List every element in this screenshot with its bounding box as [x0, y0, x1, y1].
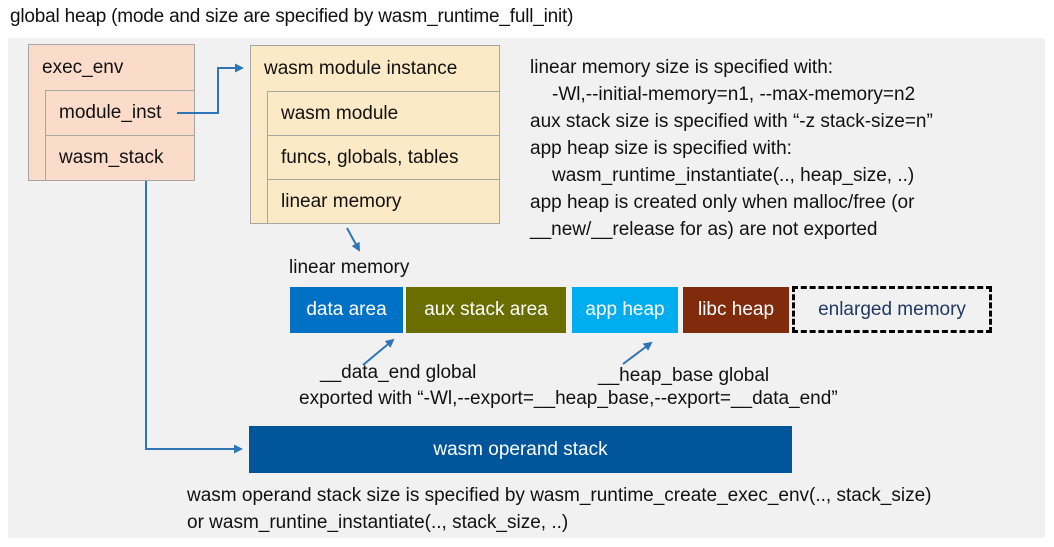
segment-enlarged-memory: enlarged memory — [792, 286, 992, 333]
note-line: aux stack size is specified with “-z sta… — [530, 111, 933, 132]
diagram-title: global heap (mode and size are specified… — [10, 6, 574, 27]
instance-field-funcs-globals-tables: funcs, globals, tables — [267, 135, 499, 179]
module-instance-box: wasm module instance wasm module funcs, … — [250, 45, 500, 224]
segment-app-heap: app heap — [572, 287, 678, 333]
data-end-global-label: __data_end global — [320, 362, 477, 383]
exec-env-field-module-inst: module_inst — [45, 90, 194, 135]
module-instance-label: wasm module instance — [264, 57, 458, 79]
note-line: -Wl,--initial-memory=n1, --max-memory=n2 — [552, 84, 916, 105]
segment-data-area: data area — [290, 287, 403, 333]
exec-env-label: exec_env — [42, 56, 124, 78]
segment-libc-heap: libc heap — [683, 287, 789, 333]
linear-memory-label: linear memory — [289, 257, 410, 278]
note-line: linear memory size is specified with: — [530, 57, 834, 78]
note-line: app heap is created only when malloc/fre… — [530, 192, 915, 213]
note-line: or wasm_runtine_instantiate(.., stack_si… — [187, 512, 569, 533]
heap-base-global-label: __heap_base global — [598, 365, 770, 386]
segment-aux-stack-area: aux stack area — [406, 287, 566, 333]
note-line: wasm_runtime_instantiate(.., heap_size, … — [552, 165, 915, 186]
instance-field-linear-memory: linear memory — [267, 179, 499, 223]
note-line: app heap size is specified with: — [530, 138, 792, 159]
note-line: wasm operand stack size is specified by … — [187, 485, 932, 506]
export-note: exported with “-Wl,--export=__heap_base,… — [299, 388, 838, 409]
operand-stack-notes: wasm operand stack size is specified by … — [187, 482, 932, 536]
note-line: __new/__release for as) are not exported — [530, 219, 878, 240]
wasm-operand-stack-bar: wasm operand stack — [249, 426, 792, 473]
exec-env-box: exec_env module_inst wasm_stack — [28, 44, 195, 181]
instance-field-wasm-module: wasm module — [267, 91, 499, 135]
exec-env-field-wasm-stack: wasm_stack — [45, 135, 194, 180]
size-notes: linear memory size is specified with: -W… — [530, 54, 1035, 243]
